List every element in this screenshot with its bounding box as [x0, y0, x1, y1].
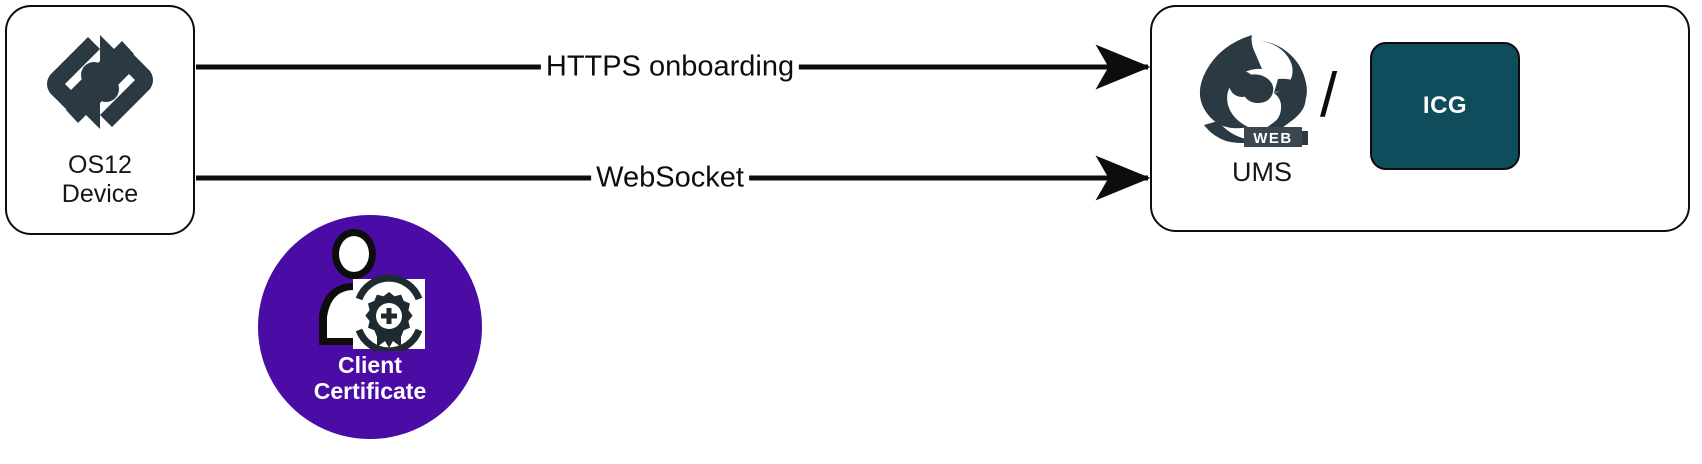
icg-box[interactable]: ICG [1370, 42, 1520, 170]
interlocking-s-logo-icon [47, 35, 153, 129]
client-certificate-badge[interactable]: Client Certificate [258, 215, 482, 439]
device-node-label: OS12 Device [61, 151, 139, 208]
svg-text:WEB: WEB [1253, 130, 1293, 147]
edge-label-https-onboarding: HTTPS onboarding [540, 50, 800, 84]
ums-node-label: UMS [1232, 157, 1292, 187]
icg-label: ICG [1422, 92, 1468, 119]
node-ums[interactable]: WEB UMS / ICG [1150, 5, 1690, 232]
device-node-inner: OS12 Device [7, 7, 193, 233]
ums-logo-wrap: WEB [1182, 27, 1342, 147]
client-certificate-label: Client Certificate [313, 352, 427, 404]
s2-web-logo-icon: WEB [1199, 35, 1308, 147]
person-with-certificate-icon [319, 229, 425, 351]
node-os12-device[interactable]: OS12 Device [5, 5, 195, 235]
ums-separator-slash: / [1320, 61, 1338, 130]
edge-label-websocket: WebSocket [591, 161, 749, 195]
